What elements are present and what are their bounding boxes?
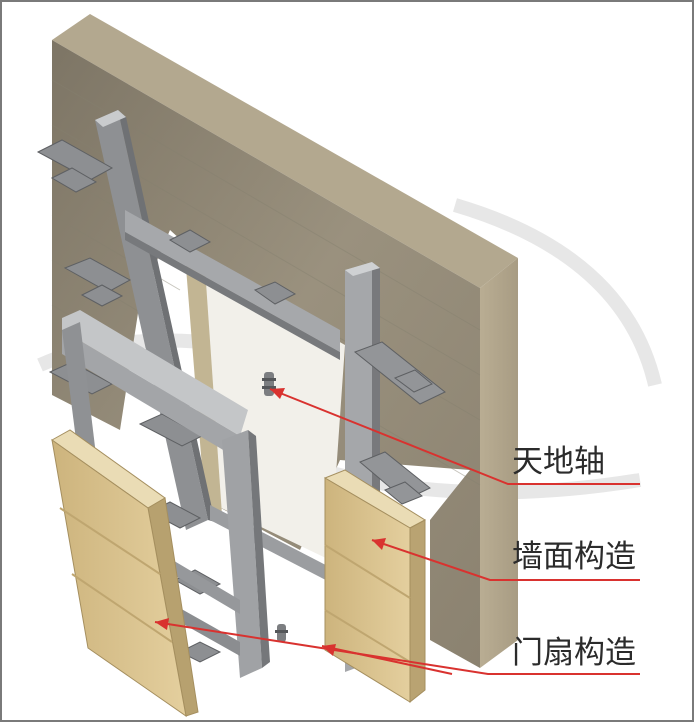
leaf-frame-top-rail: [62, 330, 240, 460]
arrowhead-door-leaf: [155, 618, 169, 630]
stone-panel-door-leaf: [51, 438, 187, 718]
leader-line-door-leaf-secondary: [321, 645, 453, 675]
leader-lines: [154, 388, 640, 675]
arrowhead-wall-structure: [372, 538, 386, 550]
leader-line-wall-structure: [371, 539, 640, 581]
wall-steel-frame: [36, 110, 446, 672]
arrowhead-door-leaf-secondary: [322, 644, 336, 656]
arrowheads: [155, 388, 386, 656]
embedded-brackets-right: [353, 341, 446, 505]
leader-line-door-leaf: [154, 621, 640, 675]
wall-top-face: [52, 14, 518, 288]
wall-side-face: [480, 258, 518, 668]
label-wall-structure: 墙面构造: [512, 539, 636, 575]
stone-panel-wall: [324, 477, 411, 703]
label-pivot-axis: 天地轴: [512, 444, 605, 480]
pivot-pin-bottom: [275, 624, 288, 642]
arrowhead-pivot-axis: [270, 388, 285, 399]
stone-panels-door-leaf: [51, 429, 199, 718]
leaf-frame-right-stile: [222, 430, 262, 678]
leader-line-pivot-axis: [269, 388, 640, 485]
label-door-leaf-structure: 门扇构造: [512, 635, 636, 671]
stone-panels-wall: [323, 469, 426, 704]
